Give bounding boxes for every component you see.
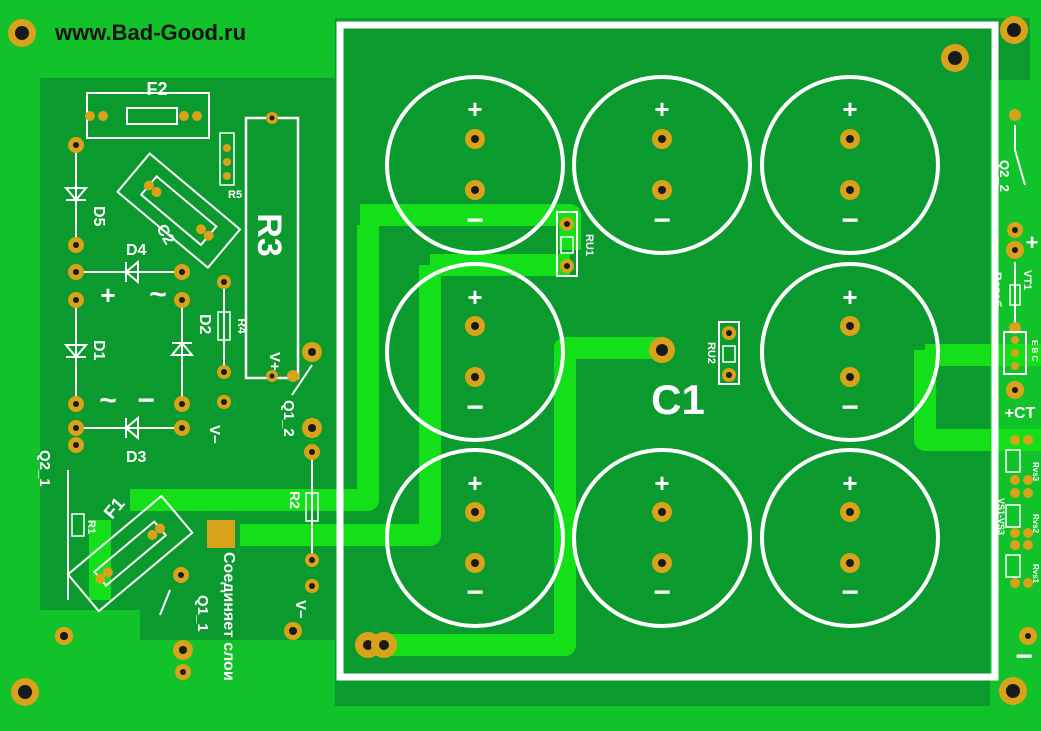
label-c1: C1 (651, 376, 705, 423)
label-q1-1: Q1_1 (194, 595, 211, 632)
capacitor-6: + − (385, 448, 565, 628)
cap-minus-label: − (841, 391, 859, 424)
label-rvs1: Rvs1 (1031, 564, 1040, 584)
capacitor-c2 (116, 152, 242, 270)
resistor-r5: R5 (219, 132, 242, 201)
capacitor-bank-outline (336, 21, 999, 681)
cap-minus-label: − (653, 204, 671, 237)
copper-strip-bottom (335, 706, 1035, 731)
label-vplus: V+ (266, 352, 283, 371)
label-vminus-bottom: V− (292, 600, 309, 619)
label-d4: D4 (126, 242, 147, 259)
cap-minus-label: − (466, 391, 484, 424)
label-d2: D2 (196, 314, 213, 335)
bridge-minus-label: − (137, 384, 155, 417)
website-label: www.Bad-Good.ru (54, 20, 246, 45)
layers-note: Соединяет слои (220, 552, 237, 681)
label-f2: F2 (146, 79, 167, 99)
switch-q2-1: Q2_1 (36, 450, 69, 600)
label-d3: D3 (126, 449, 147, 466)
diode-pads (68, 137, 190, 453)
right-minus-label: − (1015, 640, 1033, 673)
transistor-vt1: VT1 E B C (1003, 270, 1039, 375)
label-ru1: RU1 (583, 234, 595, 256)
label-q2-2: Q2_2 (997, 160, 1012, 192)
thyristor-group: Rvs3 Rvs2 Rvs1 VS1-VS3 (996, 435, 1040, 588)
cap-plus-label: + (467, 468, 482, 498)
label-vt1: VT1 (1021, 270, 1033, 290)
cap-minus-label: − (841, 576, 859, 609)
capacitor-7: + − (572, 448, 752, 628)
diode-bridge (63, 145, 195, 441)
label-r4: R4 (235, 318, 249, 334)
fuse-f1 (66, 494, 194, 613)
capacitor-array: + − + − + − + − + − (385, 75, 940, 628)
label-rvs2: Rvs2 (1031, 514, 1040, 534)
cap-plus-label: + (654, 94, 669, 124)
resistor-r4: R4 (217, 275, 249, 379)
label-ebc: E B C (1030, 340, 1039, 362)
cap-minus-label: − (466, 204, 484, 237)
label-d5: D5 (90, 206, 107, 227)
label-r3: R3 (250, 213, 288, 256)
switch-q2-2: Q2_2 (997, 109, 1026, 238)
label-rvs3: Rvs3 (1031, 462, 1040, 482)
bridge-plus-label: + (100, 280, 115, 310)
cap-plus-label: + (467, 94, 482, 124)
cap-minus-label: − (653, 576, 671, 609)
resistor-rstab: Rстаб (990, 262, 1021, 334)
switch-q1-2: Q1_2 (280, 342, 322, 460)
resistor-r1: R1 (71, 513, 97, 537)
pad (287, 370, 299, 382)
copper-strip-top (335, 0, 1035, 18)
layer-via-pad (207, 520, 235, 548)
label-d1: D1 (90, 340, 107, 361)
capacitor-1: + − (385, 75, 565, 255)
varistor-ru1: RU1 (556, 211, 595, 277)
cap-minus-label: − (466, 576, 484, 609)
label-vminus-top: V− (206, 425, 223, 444)
mounting-holes (8, 16, 1028, 706)
capacitor-4: + − (385, 262, 565, 442)
cap-minus-label: − (841, 204, 859, 237)
bridge-tilde-label: ~ (149, 278, 167, 311)
label-vs: VS1-VS3 (996, 498, 1006, 535)
resistor-r2: R2 (287, 460, 319, 593)
cap-plus-label: + (842, 282, 857, 312)
switch-q1-1: Q1_1 (159, 567, 211, 680)
right-plus-label: + (1026, 230, 1039, 255)
cap-plus-label: + (842, 94, 857, 124)
label-r1: R1 (85, 520, 97, 534)
bridge-tilde-label-2: ~ (99, 384, 117, 417)
resistor-r3: R3 (244, 112, 300, 382)
label-r2: R2 (287, 491, 303, 509)
label-r5: R5 (228, 189, 242, 201)
label-rstab: Rстаб (990, 272, 1004, 307)
label-ru2: RU2 (705, 342, 717, 364)
cap-plus-label: + (654, 468, 669, 498)
capacitor-2: + − (572, 75, 752, 255)
capacitor-3: + − (760, 75, 940, 255)
copper-bottom-left (0, 710, 335, 731)
capacitor-8: + − (760, 448, 940, 628)
label-q1-2: Q1_2 (280, 400, 297, 437)
capacitor-5: + − (760, 262, 940, 442)
cap-plus-label: + (842, 468, 857, 498)
label-q2-1: Q2_1 (36, 450, 53, 487)
cap-plus-label: + (467, 282, 482, 312)
varistor-ru2: RU2 (705, 321, 740, 385)
label-plus-st: +CT (1005, 405, 1036, 422)
fuse-f2: F2 (85, 79, 210, 139)
copper-pour-left (0, 0, 335, 731)
